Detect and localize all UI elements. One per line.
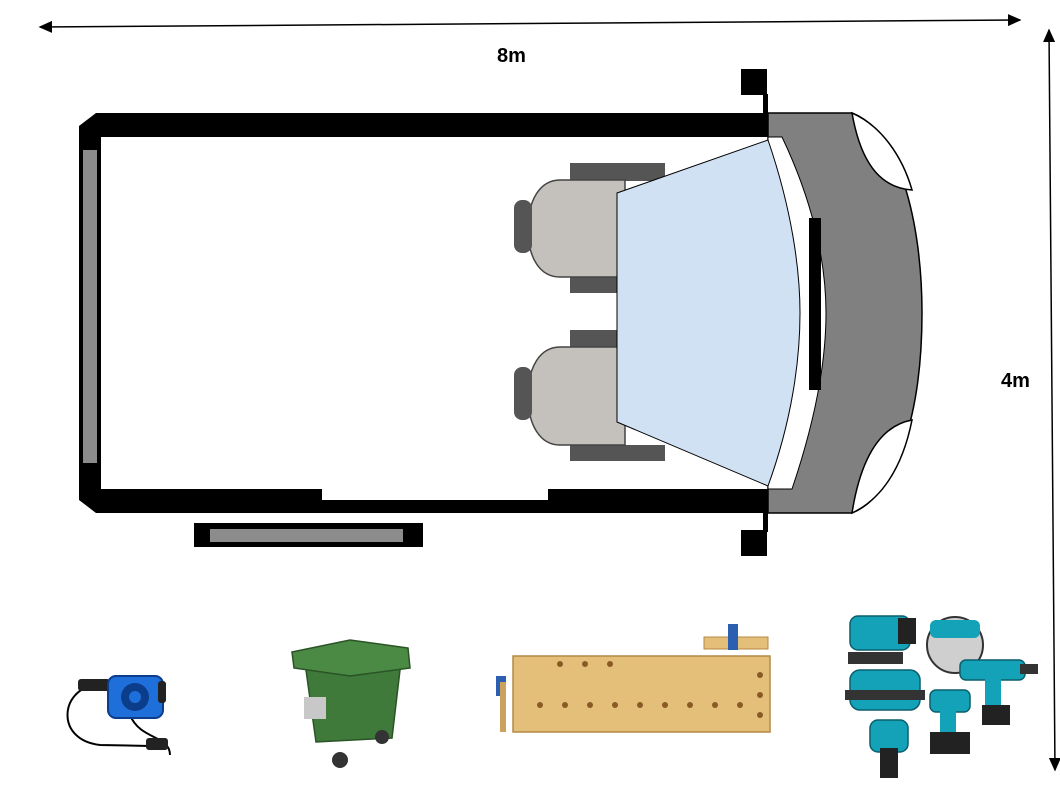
side-door-opening (322, 489, 548, 500)
van (79, 69, 923, 556)
mirror-bottom (741, 530, 767, 556)
headlight-bottom (851, 419, 913, 515)
headlight-top (851, 111, 914, 191)
mirror-bottom-arm (763, 512, 768, 532)
passenger-seat (514, 330, 665, 461)
driver-seat (514, 163, 665, 293)
mirror-top-arm (763, 94, 768, 114)
length-arrow (38, 14, 1022, 33)
windshield (616, 139, 801, 487)
cable-reel-icon (66, 675, 171, 756)
length-label: 8m (497, 45, 526, 67)
mirror-top (741, 69, 767, 95)
wheelie-bin-icon (291, 639, 411, 768)
side-step-tread (210, 529, 403, 542)
power-tools-icon (845, 615, 1038, 778)
workbench-icon (496, 624, 771, 733)
wiper-strip (809, 218, 821, 390)
rear-door-panel (83, 150, 97, 463)
length-dimension: 8m (38, 14, 1022, 67)
width-label: 4m (1001, 370, 1030, 392)
width-dimension: 4m (1001, 28, 1060, 772)
width-arrow (1043, 28, 1060, 772)
